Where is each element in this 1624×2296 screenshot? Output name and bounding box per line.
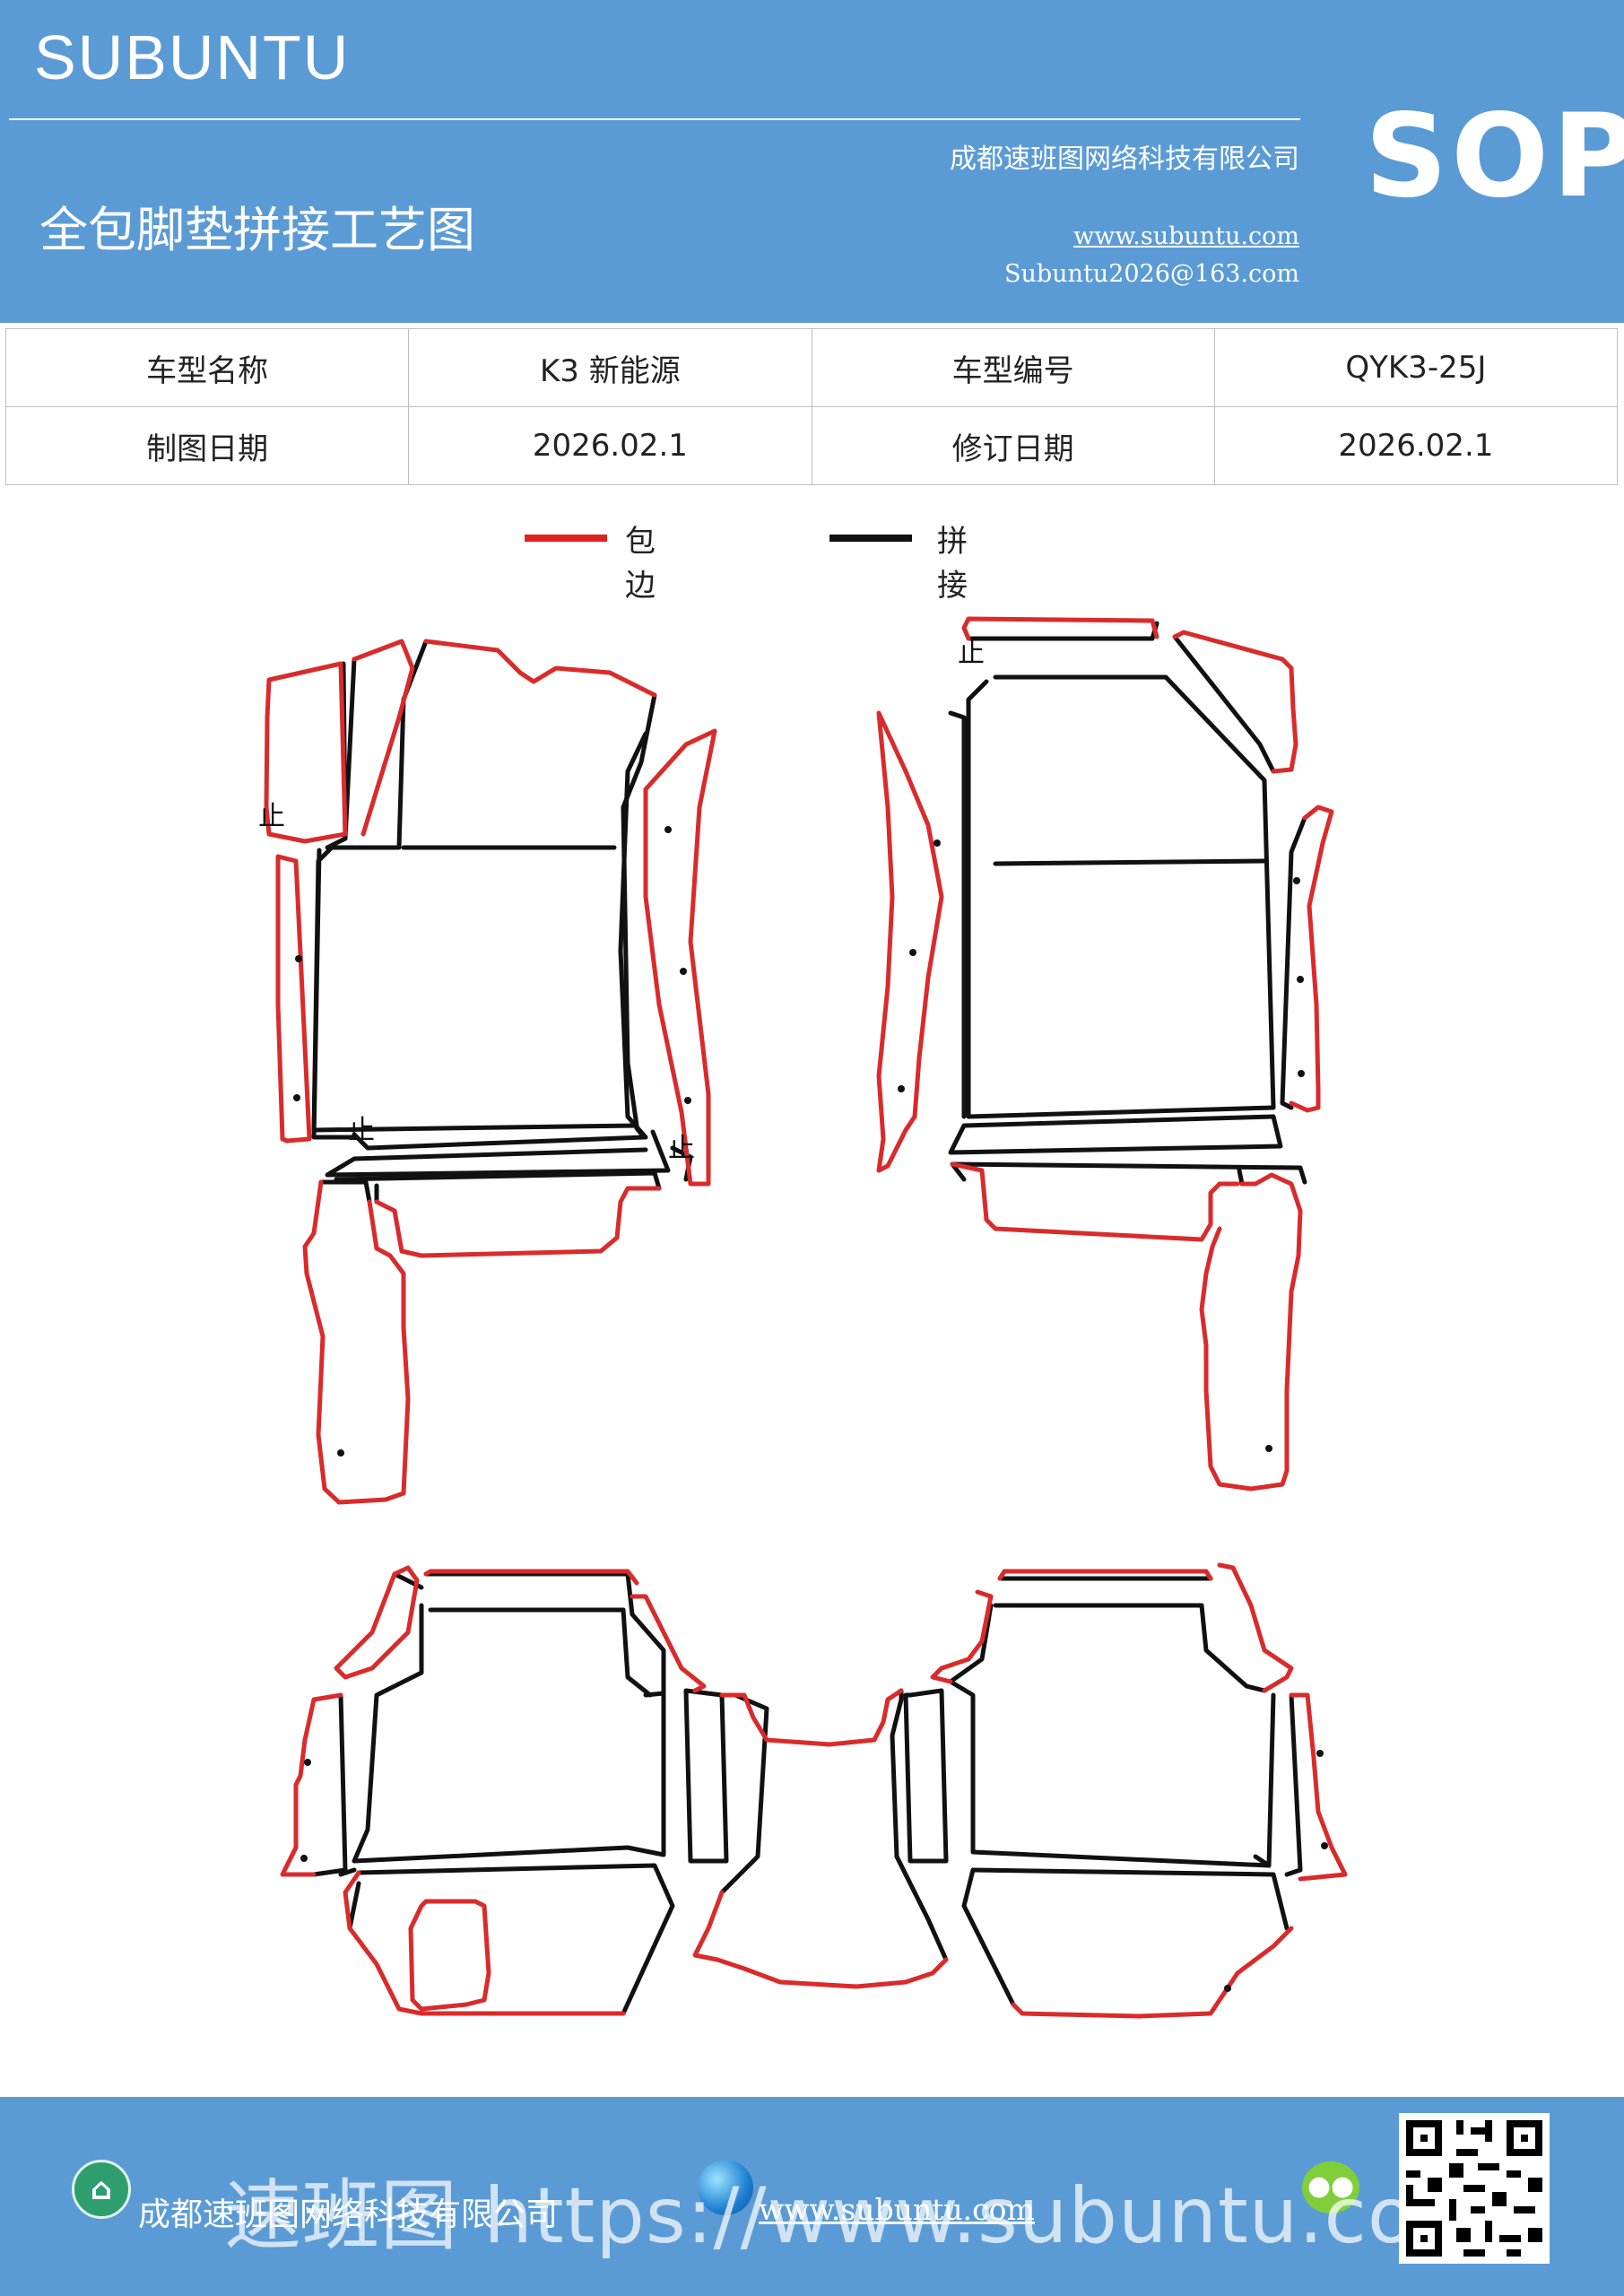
table-cell: 2026.02.1 — [1213, 406, 1619, 485]
hole-dot — [1316, 1750, 1324, 1757]
hole-dot — [337, 1449, 344, 1457]
edge-lines — [264, 616, 1348, 2019]
table-cell: 修订日期 — [811, 406, 1215, 485]
table-cell: 制图日期 — [4, 406, 410, 485]
footer-website-link[interactable]: www.subuntu.com — [759, 2192, 1035, 2227]
floor-mat-diagram: 止 止 止 止 — [258, 616, 1348, 2019]
table-cell: QYK3-25J — [1213, 328, 1619, 407]
header-divider — [9, 118, 1300, 120]
wechat-icon: ●● — [1302, 2161, 1359, 2213]
footer-watermark-text: 速班图 https://www.subuntu.com — [224, 2171, 1492, 2261]
hole-dot — [680, 968, 687, 975]
header-banner: SUBUNTU 全包脚垫拼接工艺图 成都速班图网络科技有限公司 www.subu… — [0, 0, 1624, 323]
table-row: 制图日期 2026.02.1 修订日期 2026.02.1 — [4, 406, 1619, 485]
header-company: 成都速班图网络科技有限公司 — [950, 144, 1299, 175]
table-row: 车型名称 K3 新能源 车型编号 QYK3-25J — [4, 328, 1619, 407]
hole-dot — [300, 1855, 308, 1862]
legend-seam-label: 拼接 — [937, 524, 968, 604]
legend-seam-swatch — [829, 535, 912, 542]
hole-dot — [1224, 1985, 1231, 1992]
hole-dot — [898, 1085, 905, 1092]
footer-company: 成都速班图网络科技有限公司 — [138, 2196, 559, 2233]
legend-edge-swatch — [525, 535, 607, 542]
table-cell: 车型编号 — [811, 328, 1215, 407]
hole-dot — [295, 955, 302, 962]
header-website-link[interactable]: www.subuntu.com — [1073, 222, 1299, 250]
hole-dot — [1265, 1445, 1272, 1452]
hole-dot — [1293, 877, 1300, 884]
hole-dot — [909, 949, 916, 956]
seam-lines — [311, 621, 1307, 2016]
building-icon: ⌂ — [72, 2160, 131, 2219]
hole-dot — [1298, 1070, 1305, 1077]
table-cell: 车型名称 — [4, 328, 410, 407]
stop-mark: 止 — [958, 638, 985, 669]
table-cell: K3 新能源 — [408, 328, 812, 407]
hole-dot — [664, 826, 672, 833]
hole-dot — [934, 839, 941, 847]
fixing-holes — [293, 826, 1328, 1992]
legend-edge-label: 包边 — [625, 524, 656, 604]
hole-dot — [293, 1094, 300, 1101]
stop-mark: 止 — [258, 801, 285, 832]
stop-marks: 止 止 止 止 — [258, 638, 985, 1164]
stop-mark: 止 — [668, 1133, 695, 1164]
sop-badge: SOP — [1365, 90, 1624, 223]
hole-dot — [684, 1097, 691, 1104]
brand-logo: SUBUNTU — [34, 22, 351, 92]
stop-mark: 止 — [348, 1115, 375, 1146]
footer-banner: ⌂ 成都速班图网络科技有限公司 www.subuntu.com ●● 速班图 h… — [0, 2097, 1624, 2296]
info-table: 车型名称 K3 新能源 车型编号 QYK3-25J 制图日期 2026.02.1… — [4, 328, 1619, 485]
hole-dot — [1297, 976, 1304, 983]
globe-icon — [698, 2160, 753, 2215]
page-title: 全包脚垫拼接工艺图 — [39, 202, 475, 258]
table-cell: 2026.02.1 — [408, 406, 812, 485]
hole-dot — [304, 1759, 311, 1766]
qr-code — [1399, 2113, 1550, 2264]
hole-dot — [1321, 1842, 1328, 1849]
header-email: Subuntu2026@163.com — [1004, 260, 1299, 288]
